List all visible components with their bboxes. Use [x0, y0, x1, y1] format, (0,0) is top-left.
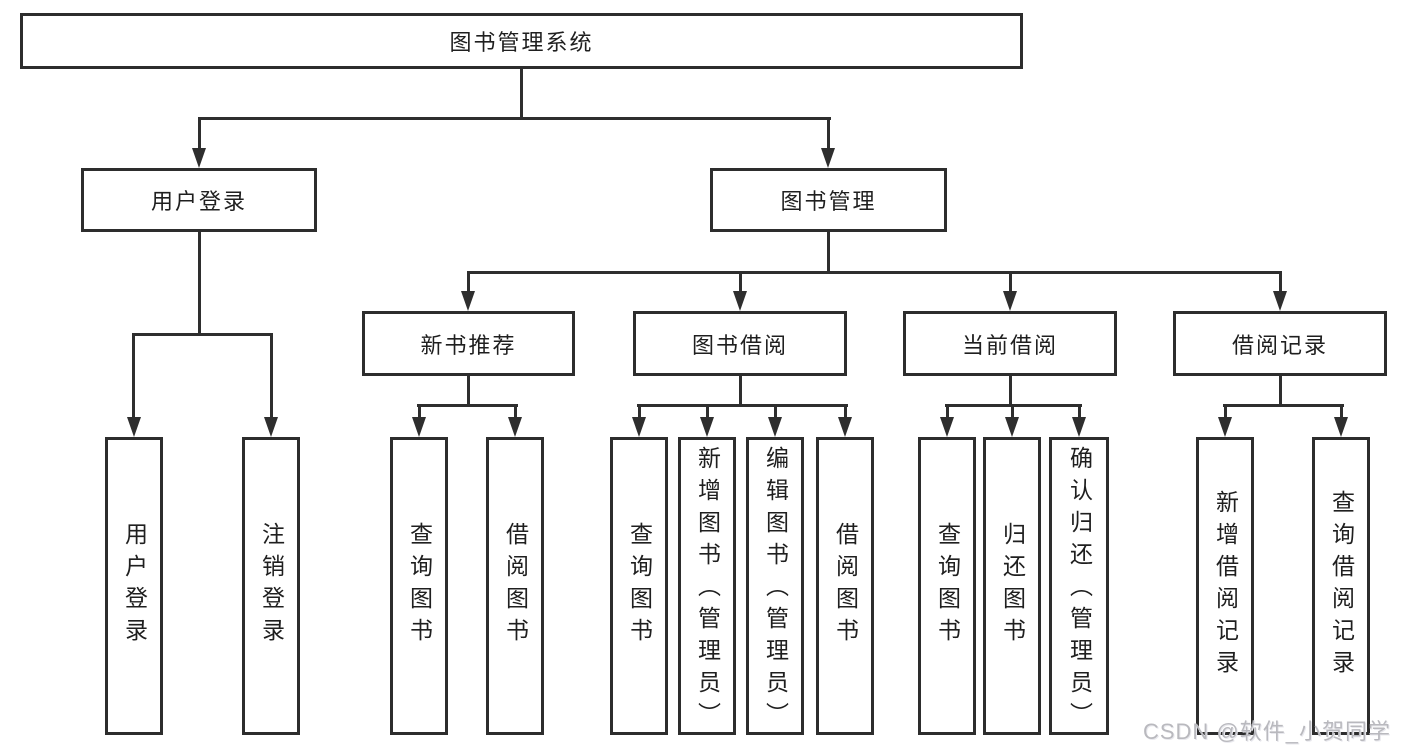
leaf-label: 用户登录 — [121, 522, 148, 650]
node-borrow-records: 借阅记录 — [1173, 311, 1387, 376]
leaf-borrow-books-2: 借阅图书 — [816, 437, 874, 735]
connector-line — [827, 117, 830, 150]
connector-line — [844, 404, 847, 419]
connector-line — [1223, 404, 1344, 407]
node-label: 当前借阅 — [961, 332, 1058, 358]
node-label: 新书推荐 — [420, 332, 517, 358]
node-label: 借阅记录 — [1231, 332, 1328, 358]
connector-line — [739, 271, 742, 293]
connector-line — [467, 271, 1282, 274]
connector-line — [198, 117, 201, 150]
connector-line — [520, 69, 523, 119]
leaf-label: 查询图书 — [626, 522, 653, 650]
connector-line — [1009, 376, 1012, 407]
node-new-book-recommend: 新书推荐 — [362, 311, 575, 376]
arrowhead-icon — [1003, 291, 1017, 311]
watermark: CSDN @软件_小贺同学 — [1142, 719, 1391, 744]
connector-line — [739, 376, 742, 407]
leaf-query-books-1: 查询图书 — [390, 437, 448, 735]
leaf-borrow-books-1: 借阅图书 — [486, 437, 544, 735]
connector-line — [1078, 404, 1081, 419]
connector-line — [637, 404, 848, 407]
node-root-label: 图书管理系统 — [449, 30, 594, 55]
connector-line — [638, 404, 641, 419]
connector-line — [467, 271, 470, 293]
leaf-label: 借阅图书 — [832, 522, 859, 650]
leaf-logout: 注销登录 — [242, 437, 300, 735]
arrowhead-icon — [733, 291, 747, 311]
leaf-add-books-admin: 新增图书（管理员） — [678, 437, 736, 735]
leaf-label: 借阅图书 — [502, 522, 529, 650]
connector-line — [827, 232, 830, 273]
node-book-borrow: 图书借阅 — [633, 311, 847, 376]
connector-line — [198, 232, 201, 336]
leaf-query-books-2: 查询图书 — [610, 437, 668, 735]
arrowhead-icon — [1005, 417, 1019, 437]
node-label: 图书借阅 — [691, 332, 788, 358]
leaf-label: 注销登录 — [258, 522, 285, 650]
connector-line — [774, 404, 777, 419]
arrowhead-icon — [127, 417, 141, 437]
node-label: 图书管理 — [780, 189, 877, 214]
arrowhead-icon — [768, 417, 782, 437]
arrowhead-icon — [1072, 417, 1086, 437]
arrowhead-icon — [461, 291, 475, 311]
connector-line — [1011, 404, 1014, 419]
arrowhead-icon — [632, 417, 646, 437]
leaf-return-books: 归还图书 — [983, 437, 1041, 735]
connector-line — [270, 333, 273, 419]
leaf-label: 新增借阅记录 — [1212, 490, 1239, 682]
leaf-label: 查询借阅记录 — [1328, 490, 1355, 682]
leaf-add-borrow-record: 新增借阅记录 — [1196, 437, 1254, 735]
arrowhead-icon — [1334, 417, 1348, 437]
node-user-login-branch: 用户登录 — [81, 168, 317, 232]
connector-line — [946, 404, 949, 419]
leaf-confirm-return-admin: 确认归还（管理员） — [1049, 437, 1109, 735]
connector-line — [417, 404, 518, 407]
arrowhead-icon — [821, 148, 835, 168]
leaf-label: 确认归还（管理员） — [1066, 446, 1093, 734]
arrowhead-icon — [700, 417, 714, 437]
arrowhead-icon — [412, 417, 426, 437]
leaf-label: 编辑图书（管理员） — [762, 446, 789, 734]
leaf-query-books-3: 查询图书 — [918, 437, 976, 735]
connector-line — [198, 117, 831, 120]
connector-line — [1224, 404, 1227, 419]
connector-line — [467, 376, 470, 407]
arrowhead-icon — [1218, 417, 1232, 437]
leaf-user-login: 用户登录 — [105, 437, 163, 735]
arrowhead-icon — [940, 417, 954, 437]
node-label: 用户登录 — [150, 189, 247, 214]
leaf-label: 归还图书 — [999, 522, 1026, 650]
connector-line — [514, 404, 517, 419]
connector-line — [1340, 404, 1343, 419]
node-book-management: 图书管理 — [710, 168, 947, 232]
leaf-label: 查询图书 — [406, 522, 433, 650]
leaf-label: 新增图书（管理员） — [694, 446, 721, 734]
arrowhead-icon — [838, 417, 852, 437]
node-root: 图书管理系统 — [20, 13, 1023, 69]
leaf-query-borrow-record: 查询借阅记录 — [1312, 437, 1370, 735]
connector-line — [1279, 376, 1282, 407]
arrowhead-icon — [1273, 291, 1287, 311]
arrowhead-icon — [508, 417, 522, 437]
arrowhead-icon — [264, 417, 278, 437]
connector-line — [1009, 271, 1012, 293]
connector-line — [706, 404, 709, 419]
connector-line — [1279, 271, 1282, 293]
connector-line — [132, 333, 135, 419]
connector-line — [132, 333, 273, 336]
leaf-edit-books-admin: 编辑图书（管理员） — [746, 437, 804, 735]
leaf-label: 查询图书 — [934, 522, 961, 650]
node-current-borrow: 当前借阅 — [903, 311, 1117, 376]
connector-line — [418, 404, 421, 419]
arrowhead-icon — [192, 148, 206, 168]
